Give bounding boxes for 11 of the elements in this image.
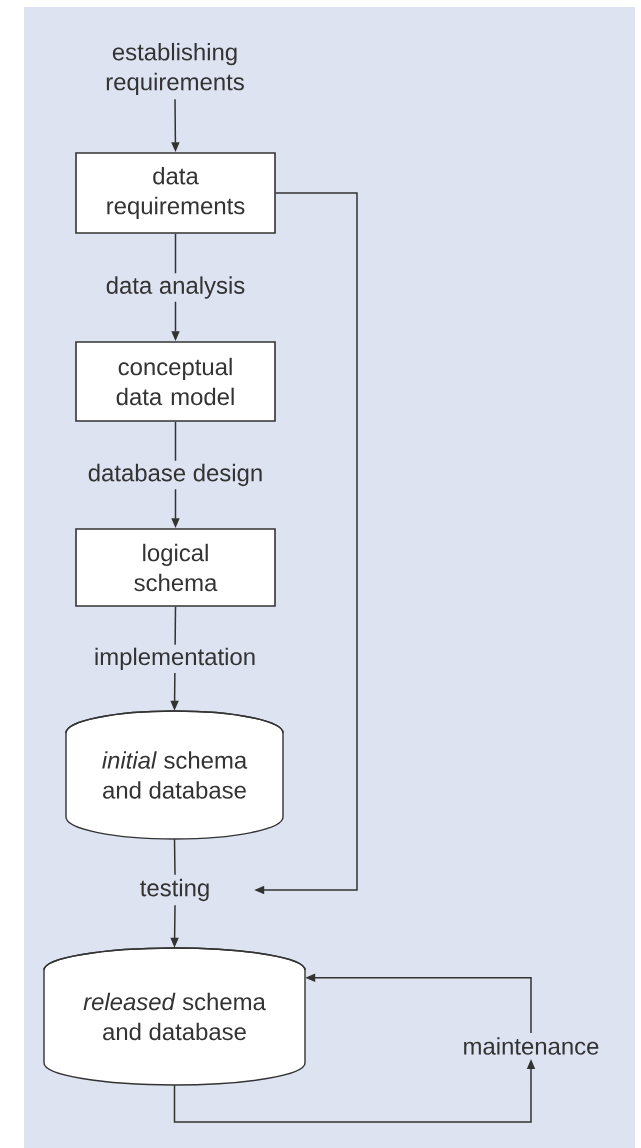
process-box: conceptual data model: [75, 341, 276, 422]
stage-label: maintenance: [464, 1037, 599, 1055]
edge-label: data analysis: [102, 273, 249, 302]
process-box: data requirements: [75, 152, 276, 234]
edge-label: database design: [84, 460, 267, 490]
stage-label: testing: [140, 878, 209, 902]
stage-label: establishing requirements: [106, 42, 244, 96]
database-cylinder: released schema and database: [43, 947, 306, 1086]
edge-label: implementation: [90, 644, 260, 673]
process-box: logical schema: [75, 528, 276, 607]
database-cylinder: initial schema and database: [65, 710, 284, 840]
